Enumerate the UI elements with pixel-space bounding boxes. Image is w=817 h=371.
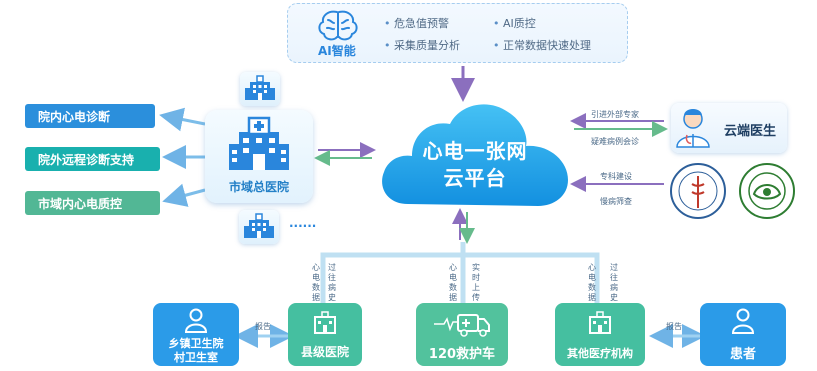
hospital-icon (314, 311, 336, 334)
ai-item-fast-processing: 正常数据快速处理 (493, 37, 591, 53)
other-institution-label: 其他医疗机构 (567, 347, 633, 360)
hospital-icon (245, 75, 275, 100)
ai-item-quality-analysis: 采集质量分析 (384, 37, 460, 53)
cloud-title-line1: 心电一张网 (422, 139, 528, 163)
vlabel-history-left: 过往病史 (328, 263, 336, 302)
mini-hospital-card-top (240, 72, 280, 106)
cloud-doctor-card[interactable] (671, 103, 787, 153)
mini-hospital-card-bottom (239, 210, 279, 244)
vlabel-realtime-upload: 实时上传 (472, 263, 480, 302)
patient-icon (731, 308, 755, 334)
county-hospital-card[interactable]: 县级医院 (288, 303, 362, 366)
township-clinic-line2: 村卫生室 (174, 351, 218, 364)
ai-panel (287, 3, 628, 63)
association-logo (739, 163, 795, 219)
label-introduce-experts: 引进外部专家 (591, 110, 639, 119)
report-label-right: 报告 (666, 322, 682, 331)
township-clinic-card[interactable]: 乡镇卫生院 村卫生室 (153, 303, 239, 366)
doctor-icon (676, 109, 710, 148)
doctor-icon (184, 308, 208, 333)
hospital-label: 市域总医院 (228, 180, 289, 194)
cloud-shape (382, 104, 568, 206)
ambulance-label: 120救护车 (428, 347, 496, 362)
label-specialty-build: 专科建设 (600, 172, 632, 181)
hospital-icon (589, 311, 611, 334)
cloud-title-line2: 云平台 (443, 166, 507, 190)
ai-item-critical-alert: 危急值预警 (384, 15, 449, 31)
patient-label: 患者 (729, 347, 756, 362)
hospital-icon (244, 213, 274, 238)
cloud-title: 心电一张网 云平台 (400, 138, 550, 192)
hospital-icon (229, 116, 289, 170)
vlabel-ecg-data-right: 心电数据 (588, 263, 596, 302)
btn-regional-qc[interactable]: 市域内心电质控 (25, 191, 160, 215)
vlabel-ecg-data-mid: 心电数据 (449, 263, 457, 302)
brain-icon (318, 10, 358, 41)
ambulance-icon (434, 314, 490, 337)
vlabel-ecg-data-left: 心电数据 (312, 263, 320, 302)
vlabel-history-right: 过往病史 (610, 263, 618, 302)
cloud-doctor-label: 云端医生 (724, 124, 777, 139)
more-hospitals-ellipsis: ...... (289, 216, 317, 230)
btn-remote-diagnosis[interactable]: 院外远程诊断支持 (25, 147, 160, 171)
ambulance-card[interactable]: 120救护车 (416, 303, 508, 366)
report-label-left: 报告 (255, 322, 271, 331)
label-difficult-consult: 疑难病例会诊 (591, 137, 639, 146)
hospital-card[interactable] (205, 110, 313, 203)
chest-pain-center-logo (670, 163, 726, 219)
btn-in-hospital-ecg[interactable]: 院内心电诊断 (25, 104, 155, 128)
township-clinic-line1: 乡镇卫生院 (168, 337, 224, 350)
ai-title: AI智能 (318, 44, 356, 58)
county-hospital-label: 县级医院 (300, 345, 349, 359)
label-chronic-screening: 慢病筛查 (600, 197, 632, 206)
ai-item-ai-qc: AI质控 (493, 15, 536, 31)
patient-card[interactable]: 患者 (700, 303, 786, 366)
other-institution-card[interactable]: 其他医疗机构 (555, 303, 645, 366)
